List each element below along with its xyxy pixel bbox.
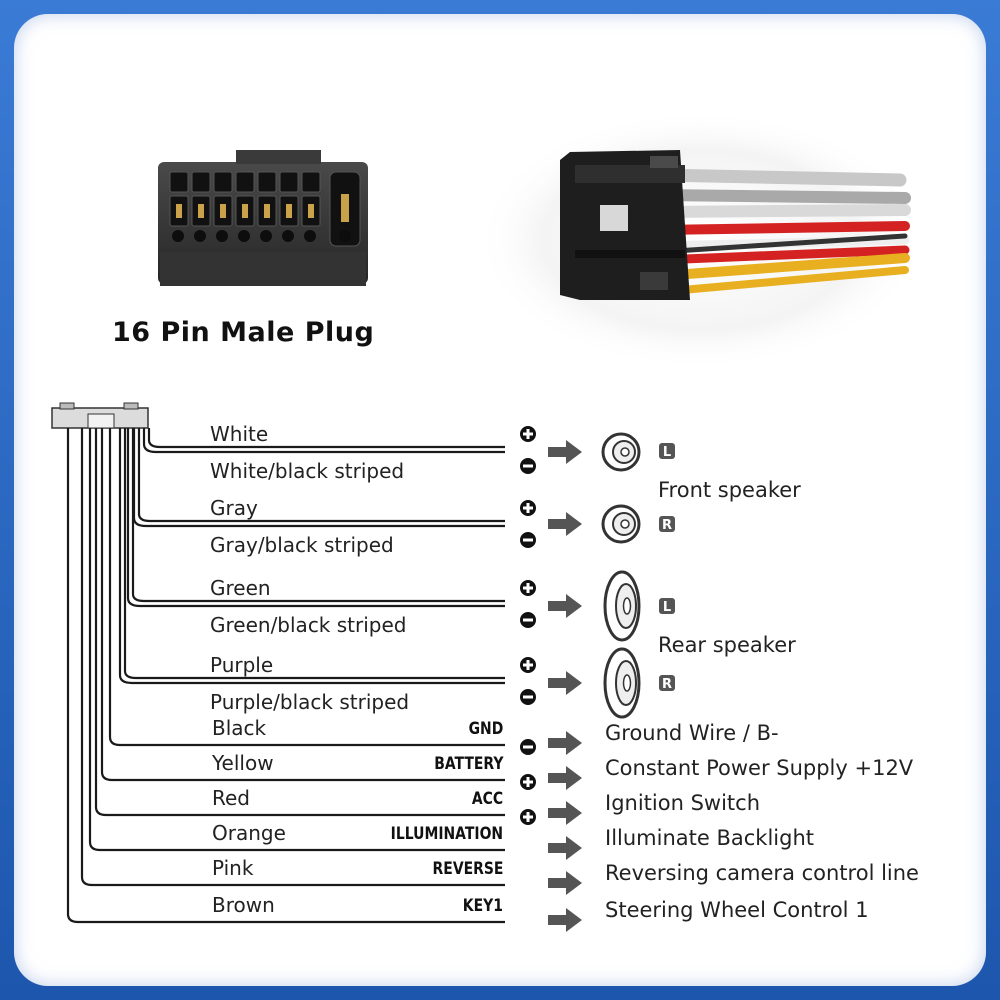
harness-photo: [475, 110, 925, 370]
front-right-badge: R: [662, 518, 672, 533]
wire-label-2: Gray: [210, 496, 258, 520]
speaker-icons: L R L R: [601, 432, 675, 719]
polarity-plus-icon: [520, 426, 536, 442]
destination-label-5: Steering Wheel Control 1: [605, 898, 869, 922]
polarity-plus-icon: [520, 774, 536, 790]
function-wire-label-1: Yellow: [212, 751, 274, 775]
wire-label-4: Green: [210, 576, 271, 600]
polarity-plus-icon: [520, 500, 536, 516]
wire-label-0: White: [210, 422, 269, 446]
function-arrow-icon: [548, 731, 582, 755]
signal-label-0: GND: [468, 719, 503, 739]
rear-left-badge: L: [663, 600, 671, 615]
rear-right-speaker-arrow-icon: [548, 671, 582, 695]
polarity-minus-icon: [520, 689, 536, 705]
rear-left-speaker-arrow-icon: [548, 594, 582, 618]
function-wire-label-2: Red: [212, 786, 250, 810]
arrow-set: [548, 440, 582, 932]
destination-label-4: Reversing camera control line: [605, 861, 919, 885]
rear-right-speaker-icon: [603, 647, 641, 719]
signal-label-5: KEY1: [462, 896, 503, 916]
male-plug-image: [158, 150, 368, 286]
front-left-badge: L: [663, 445, 671, 460]
rear-right-badge: R: [662, 677, 672, 692]
signal-label-3: ILLUMINATION: [390, 824, 503, 844]
wire-label-5: Green/black striped: [210, 613, 407, 637]
plug-caption: 16 Pin Male Plug: [112, 317, 375, 348]
polarity-plus-icon: [520, 580, 536, 596]
polarity-minus-icon: [520, 739, 536, 755]
function-arrow-icon: [548, 801, 582, 825]
front-right-speaker-arrow-icon: [548, 512, 582, 536]
signal-label-4: REVERSE: [432, 859, 503, 879]
signal-label-2: ACC: [471, 789, 503, 809]
polarity-plus-icon: [520, 657, 536, 673]
wire-label-7: Purple/black striped: [210, 690, 410, 714]
rear-speaker-label: Rear speaker: [658, 633, 796, 657]
front-speaker-label: Front speaker: [658, 478, 801, 502]
function-arrow-icon: [548, 836, 582, 860]
function-wire-label-5: Brown: [212, 893, 275, 917]
destination-label-2: Ignition Switch: [605, 791, 760, 815]
front-right-speaker-icon: [601, 504, 641, 544]
destination-label-0: Ground Wire / B-: [605, 721, 779, 745]
function-arrow-icon: [548, 908, 582, 932]
signal-label-1: BATTERY: [433, 754, 503, 774]
polarity-minus-icon: [520, 458, 536, 474]
function-wire-label-0: Black: [212, 716, 267, 740]
polarity-plus-icon: [520, 809, 536, 825]
wire-lines: [66, 428, 505, 924]
connector-block: [51, 402, 149, 429]
function-arrow-icon: [548, 871, 582, 895]
function-arrow-icon: [548, 766, 582, 790]
front-left-speaker-arrow-icon: [548, 440, 582, 464]
polarity-minus-icon: [520, 612, 536, 628]
wire-label-6: Purple: [210, 653, 274, 677]
polarity-minus-icon: [520, 532, 536, 548]
destination-label-1: Constant Power Supply +12V: [605, 756, 914, 780]
polarity-symbols: [520, 426, 536, 825]
function-wire-label-4: Pink: [212, 856, 254, 880]
function-wire-label-3: Orange: [212, 821, 286, 845]
destination-label-3: Illuminate Backlight: [605, 826, 814, 850]
wire-label-3: Gray/black striped: [210, 533, 394, 557]
front-left-speaker-icon: [601, 432, 641, 472]
rear-left-speaker-icon: [603, 570, 641, 642]
wire-label-1: White/black striped: [210, 459, 405, 483]
